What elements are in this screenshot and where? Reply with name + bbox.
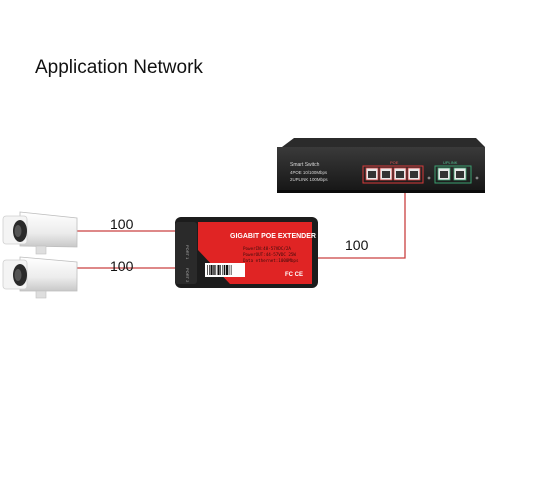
barcode-bar (223, 265, 226, 275)
switch-spec-2: 2UPLINK 100Mbps (290, 177, 328, 182)
barcode-bar (217, 265, 220, 275)
extender-spec-2: PowerOUT:44-57VDC 25W (243, 252, 296, 257)
barcode-bar (228, 265, 230, 275)
switch-poe-label: POE (390, 160, 399, 165)
switch-uplink-label: UPLINK (443, 160, 458, 165)
extender-spec-3: Data ethernet:1000Mbps (243, 258, 299, 263)
poe-port-1 (365, 167, 379, 181)
barcode-bar (215, 265, 217, 275)
extender-title: GIGABIT POE EXTENDER (230, 233, 316, 240)
barcode-bar (209, 265, 210, 275)
camera-1 (2, 211, 78, 255)
barcode-bar (220, 265, 221, 275)
smart-switch: Smart Switch 4POE 10/100Mbps 2UPLINK 100… (277, 138, 485, 193)
barcode-bar (210, 265, 213, 275)
poe-port-2 (379, 167, 393, 181)
poe-port-3 (393, 167, 407, 181)
barcode (207, 265, 232, 275)
extender-port1-label: PORT 1 (185, 245, 190, 260)
uplink-port-2 (453, 167, 467, 181)
poe-port-4 (407, 167, 421, 181)
switch-spec-1: 4POE 10/100Mbps (290, 170, 328, 175)
poe-extender: PORT 1 PORT 2 GIGABIT POE EXTENDER Power… (175, 217, 318, 288)
camera1-speed-label: 100 (110, 216, 134, 232)
extender-cert: FC CE (285, 272, 303, 278)
extender-port2-label: PORT 2 (185, 268, 190, 283)
page-title: Application Network (35, 57, 203, 78)
extender-spec-1: PowerIN:48-57VDC/2A (243, 246, 291, 251)
barcode-bar (213, 265, 215, 275)
barcode-bar (207, 265, 208, 275)
barcode-bar (225, 265, 228, 275)
switch-name: Smart Switch (290, 162, 320, 168)
uplink-port-1 (437, 167, 451, 181)
uplink-speed-label: 100 (345, 237, 369, 253)
barcode-bar (230, 265, 232, 275)
switch-ports (365, 167, 467, 181)
link-uplink (318, 193, 406, 259)
camera2-speed-label: 100 (110, 258, 134, 274)
barcode-bar (222, 265, 224, 275)
camera-2 (2, 256, 78, 299)
